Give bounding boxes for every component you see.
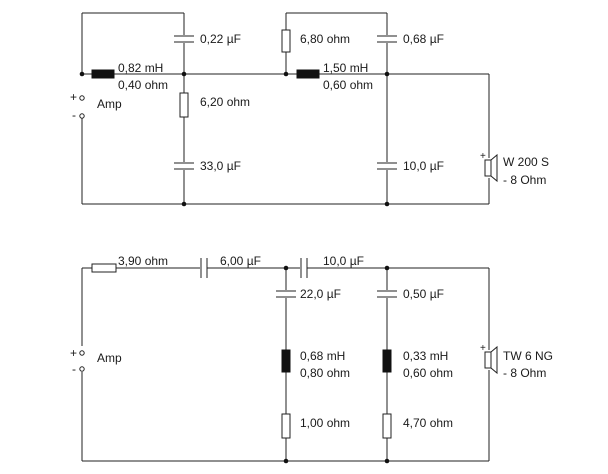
svg-text:6,00 µF: 6,00 µF (220, 254, 261, 268)
svg-text:0,82 mH: 0,82 mH (118, 61, 163, 75)
svg-text:1,00 ohm: 1,00 ohm (300, 416, 350, 430)
svg-text:10,0 µF: 10,0 µF (403, 159, 444, 173)
svg-text:0,68 mH: 0,68 mH (300, 349, 345, 363)
speaker-impedance: - 8 Ohm (503, 366, 546, 380)
woofer-amp-terminals: + - Amp (70, 90, 122, 122)
woofer-wires (81, 12, 490, 205)
inductor-0-68mh: 0,68 mH 0,80 ohm (281, 349, 350, 380)
speaker-impedance: - 8 Ohm (503, 173, 546, 187)
amp-minus-sign: - (72, 362, 76, 376)
speaker-label: W 200 S (503, 155, 549, 169)
speaker-icon: + TW 6 NG - 8 Ohm (480, 343, 553, 380)
capacitor-33-0uf: 33,0 µF (174, 159, 241, 173)
capacitor-22-0uf: 22,0 µF (276, 287, 341, 301)
svg-text:6,20 ohm: 6,20 ohm (200, 95, 250, 109)
tweeter-crossover-circuit: + - Amp 3,90 ohm 6,00 µF 10,0 µF 22,0 µF (70, 254, 553, 464)
inductor-0-33mh: 0,33 mH 0,60 ohm (382, 349, 453, 380)
inductor-1-50mh: 1,50 mH 0,60 ohm (296, 61, 373, 92)
resistor-4-70ohm: 4,70 ohm (382, 413, 453, 439)
amp-plus-terminal (79, 350, 85, 356)
capacitor-0-22uf: 0,22 µF (174, 32, 241, 46)
amp-minus-terminal (79, 366, 85, 372)
amp-minus-terminal (79, 113, 85, 119)
amp-label: Amp (97, 351, 122, 365)
svg-text:0,50 µF: 0,50 µF (403, 287, 444, 301)
speaker-plus-sign: + (480, 343, 486, 354)
svg-text:1,50 mH: 1,50 mH (323, 61, 368, 75)
speaker-icon: + W 200 S - 8 Ohm (480, 151, 549, 187)
amp-plus-sign: + (70, 346, 77, 360)
amp-plus-sign: + (70, 90, 77, 104)
speaker-label: TW 6 NG (503, 349, 553, 363)
speaker-plus-sign: + (480, 151, 486, 162)
inductor-0-82mh: 0,82 mH 0,40 ohm (91, 61, 168, 92)
woofer-crossover-circuit: + - Amp 0,22 µF 0,82 mH 0,40 ohm 6,20 oh… (70, 12, 549, 207)
svg-text:10,0 µF: 10,0 µF (323, 254, 364, 268)
svg-text:0,60 ohm: 0,60 ohm (403, 366, 453, 380)
amp-plus-terminal (79, 95, 85, 101)
capacitor-0-68uf: 0,68 µF (377, 32, 444, 46)
amp-minus-sign: - (72, 108, 76, 122)
tweeter-amp-terminals: + - Amp (70, 346, 122, 376)
svg-text:0,68 µF: 0,68 µF (403, 32, 444, 46)
resistor-1-00ohm: 1,00 ohm (281, 413, 350, 439)
woofer-junctions (79, 71, 390, 207)
resistor-6-80ohm: 6,80 ohm (281, 29, 350, 53)
svg-text:0,80 ohm: 0,80 ohm (300, 366, 350, 380)
svg-text:4,70 ohm: 4,70 ohm (403, 416, 453, 430)
svg-text:0,22 µF: 0,22 µF (200, 32, 241, 46)
capacitor-10-0uf: 10,0 µF (377, 159, 444, 173)
svg-text:33,0 µF: 33,0 µF (200, 159, 241, 173)
capacitor-6-00uf: 6,00 µF (200, 254, 261, 278)
resistor-6-20ohm: 6,20 ohm (179, 92, 250, 118)
capacitor-0-50uf: 0,50 µF (377, 287, 444, 301)
svg-text:3,90 ohm: 3,90 ohm (118, 254, 168, 268)
svg-text:22,0 µF: 22,0 µF (300, 287, 341, 301)
resistor-3-90ohm: 3,90 ohm (91, 254, 168, 273)
svg-text:6,80 ohm: 6,80 ohm (300, 32, 350, 46)
tweeter-junctions (283, 265, 390, 464)
svg-text:0,40 ohm: 0,40 ohm (118, 78, 168, 92)
amp-label: Amp (97, 97, 122, 111)
svg-text:0,33 mH: 0,33 mH (403, 349, 448, 363)
capacitor-10-0uf: 10,0 µF (300, 254, 364, 278)
svg-text:0,60 ohm: 0,60 ohm (323, 78, 373, 92)
